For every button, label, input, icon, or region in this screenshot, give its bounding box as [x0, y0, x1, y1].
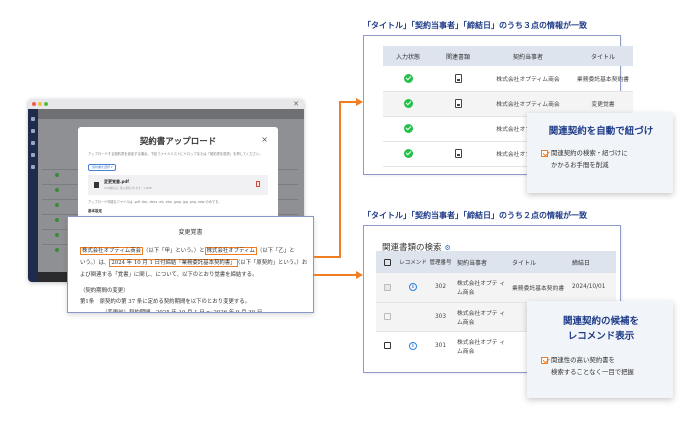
- document-line: いう。）は、2024 年 10 月 1 日付締結「業務委託基本契約書」（以下「原…: [80, 259, 308, 267]
- document-line: （契約期間の変更）: [80, 288, 129, 294]
- checkbox-checked-icon: [541, 149, 548, 157]
- trash-icon[interactable]: [256, 181, 260, 187]
- status-dot-icon: [55, 218, 59, 222]
- document-icon[interactable]: [454, 149, 462, 158]
- table-row[interactable]: i 302 株式会社オプテ ィム商会 業務委託基本契約書 2024/10/01: [376, 273, 616, 303]
- window-close-icon[interactable]: ✕: [293, 100, 299, 108]
- document-line: 第1条 原契約の第 37 条に定める契約期間を以下のとおり変更する。: [80, 299, 251, 305]
- checkbox-checked-icon: [541, 356, 548, 364]
- info-icon[interactable]: i: [409, 341, 417, 350]
- document-line: 株式会社オプティム商会（以下「甲」という。）と株式会社オプティム（以下「乙」と: [80, 247, 295, 255]
- allowed-types-hint: アップロード可能なファイルは .pdf .doc .docx .xls .xls…: [88, 200, 222, 204]
- callout-title: 関連契約を自動で紐づけ: [548, 126, 654, 137]
- caption-two-match: 「タイトル」「契約当事者」「締結日」のうち２点の情報が一致: [363, 211, 587, 220]
- connector-line: [314, 256, 340, 258]
- window-titlebar: ✕: [28, 99, 304, 109]
- select-all-checkbox[interactable]: [383, 258, 391, 266]
- close-dot-icon[interactable]: [32, 102, 36, 106]
- document-title: 変更覚書: [178, 229, 203, 236]
- modal-title: 契約書アップロード: [139, 137, 217, 147]
- caption-three-match: 「タイトル」「契約当事者」「締結日」のうち３点の情報が一致: [363, 21, 587, 30]
- callout-title: 関連契約の候補を レコメンド表示: [562, 316, 639, 342]
- recommend-panel: 関連書類の検索⚙ レコメンド 管理番号 契約当事者 タイトル 締結日 i 302: [363, 225, 621, 373]
- document-line: （変更前）契約期間 2025 年 10 月 1 日 ～ 2026 年 9 月 3…: [102, 310, 263, 313]
- app-topbar: [38, 109, 304, 119]
- connector-line: [339, 101, 357, 103]
- check-circle-icon: [403, 99, 413, 108]
- status-dot-icon: [55, 173, 59, 177]
- modal-close-icon[interactable]: ×: [261, 135, 268, 144]
- gear-icon[interactable]: ⚙: [444, 244, 451, 252]
- connector-line: [314, 274, 357, 276]
- grid-icon[interactable]: [31, 129, 35, 133]
- status-dot-icon: [55, 233, 59, 237]
- minimize-dot-icon[interactable]: [38, 102, 42, 106]
- document-icon[interactable]: [31, 153, 35, 157]
- related-docs-search-title: 関連書類の検索⚙: [382, 243, 451, 253]
- highlight-party-1: 株式会社オプティム商会: [80, 247, 143, 255]
- menu-icon[interactable]: [31, 117, 35, 121]
- arrow-right-icon: [356, 271, 363, 279]
- document-preview: 変更覚書 株式会社オプティム商会（以下「甲」という。）と株式会社オプティム（以下…: [67, 216, 314, 313]
- status-dot-icon: [55, 248, 59, 252]
- modal-description: アップロードする契約書を追加する場合、下記ファイルリストにドロップまたは「契約書…: [88, 152, 263, 156]
- auto-link-callout: 関連契約を自動で紐づけ 関連契約の検索・紐づけに かかるお手間を削減: [527, 113, 673, 193]
- highlight-party-2: 株式会社オプティム: [204, 247, 257, 255]
- folder-icon[interactable]: [31, 141, 35, 145]
- file-icon: [94, 182, 99, 188]
- settings-icon[interactable]: [31, 165, 35, 169]
- document-icon[interactable]: [454, 99, 462, 108]
- table-header: 入力状態 関連書類 契約当事者 タイトル: [383, 46, 633, 66]
- highlight-date-title: 2024 年 10 月 1 日付締結「業務委託基本契約書」: [109, 259, 238, 267]
- document-icon[interactable]: [454, 73, 462, 83]
- table-row[interactable]: i 301 株式会社オプテ ィム商会: [376, 331, 616, 360]
- check-circle-icon: [403, 149, 413, 158]
- recommend-callout: 関連契約の候補を レコメンド表示 関連性の高い契約書を 検索することなく一目で把…: [527, 301, 673, 398]
- file-status: OCR解析完了後に通知されます・1.2MB: [104, 187, 152, 190]
- arrow-right-icon: [356, 98, 363, 106]
- table-row[interactable]: 株式会社オプティム商会 業務委託基本契約書: [383, 66, 633, 92]
- select-contract-button[interactable]: 契約書を選択 ▾: [88, 164, 117, 171]
- status-dot-icon: [55, 188, 59, 192]
- document-line: よび関連する「覚書」に関し、について、以下のとおり覚書を締結する。: [80, 272, 258, 278]
- status-dot-icon: [55, 203, 59, 207]
- file-item: 変更覚書.pdf OCR解析完了後に通知されます・1.2MB: [88, 175, 268, 195]
- file-name: 変更覚書.pdf: [104, 179, 129, 184]
- check-circle-icon: [403, 73, 413, 83]
- row-checkbox[interactable]: [383, 283, 391, 291]
- auto-link-panel: 入力状態 関連書類 契約当事者 タイトル 株式会社オプティム商会 業務委託基本契…: [363, 35, 633, 175]
- row-checkbox[interactable]: [383, 342, 391, 350]
- callout-benefit: 関連契約の検索・紐づけに かかるお手間を削減: [541, 147, 661, 171]
- table-header: レコメンド 管理番号 契約当事者 タイトル 締結日: [376, 251, 616, 273]
- app-sidebar: [28, 109, 38, 282]
- check-circle-icon: [403, 124, 413, 133]
- row-checkbox[interactable]: [383, 313, 391, 320]
- callout-benefit: 関連性の高い契約書を 検索することなく一目で把握: [541, 354, 661, 378]
- info-icon[interactable]: i: [409, 283, 417, 292]
- connector-line: [339, 101, 341, 258]
- basic-settings-heading: 基本設定: [88, 209, 102, 213]
- related-docs-table: レコメンド 管理番号 契約当事者 タイトル 締結日 i 302 株式会社オプテ …: [376, 251, 616, 360]
- maximize-dot-icon[interactable]: [44, 102, 48, 106]
